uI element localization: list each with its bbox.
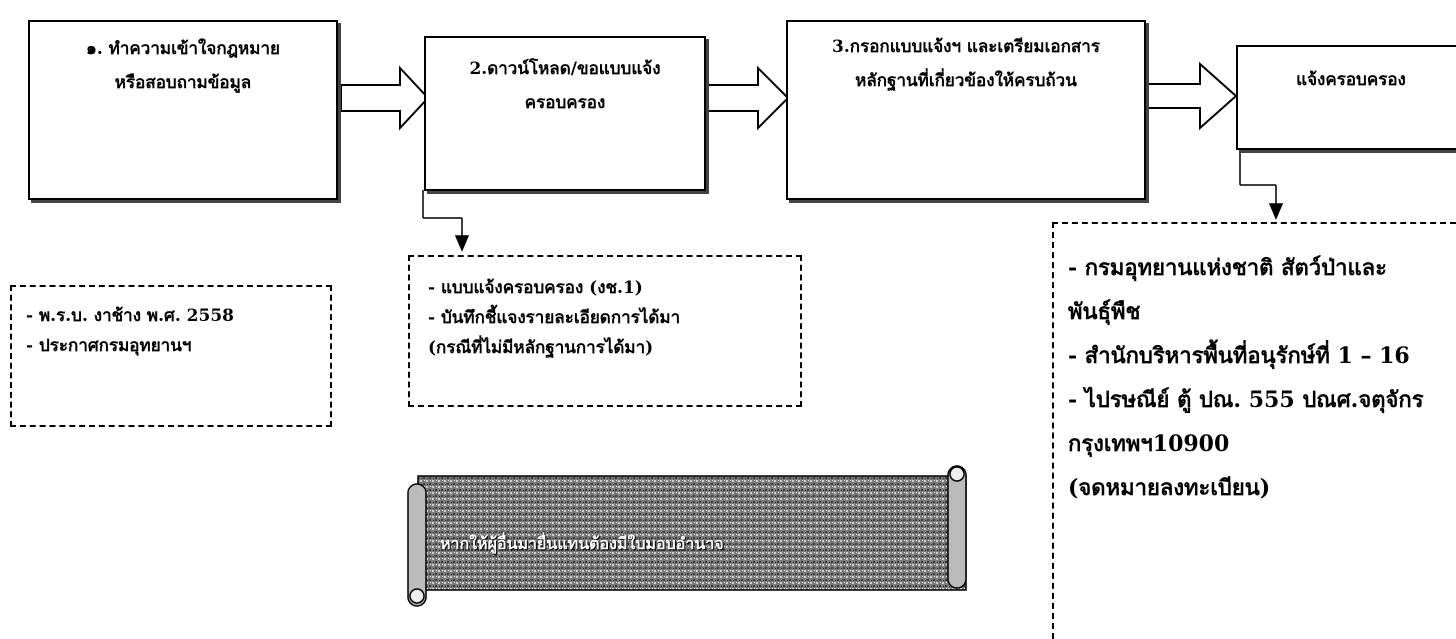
form-item-2: - บันทึกชี้แจงรายละเอียดการได้มา [428,308,681,328]
step-2-line1: 2.ดาวน์โหลด/ขอแบบแจ้ง [469,59,661,79]
destination-line-1: - กรมอุทยานแห่งชาติ สัตว์ป่าและ [1068,255,1387,281]
connector-step2-forms [422,190,470,252]
form-item-3: (กรณีที่ไม่มีหลักฐานการได้มา) [428,338,654,358]
block-arrow-3 [1144,61,1238,131]
destinations-box: - กรมอุทยานแห่งชาติ สัตว์ป่าและ พันธุ์พื… [1052,222,1456,639]
step-3-line2: หลักฐานที่เกี่ยวข้องให้ครบถ้วน [855,71,1077,91]
destination-line-2: พันธุ์พืช [1068,299,1141,325]
connector-step4-destinations [1239,150,1284,220]
block-arrow-2 [705,65,790,131]
scroll-banner [407,465,967,607]
form-item-1: - แบบแจ้งครอบครอง (งช.1) [428,278,643,298]
destination-line-4: - ไปรษณีย์ ตู้ ปณ. 555 ปณศ.จตุจักร [1068,387,1424,413]
forms-box: - แบบแจ้งครอบครอง (งช.1) - บันทึกชี้แจงร… [408,255,802,407]
step-4-line1: แจ้งครอบครอง [1296,70,1406,90]
step-4-box: แจ้งครอบครอง [1236,45,1456,150]
destination-line-6: (จดหมายลงทะเบียน) [1068,475,1271,501]
step-2-line2: ครอบครอง [524,93,606,113]
destination-line-5: กรุงเทพฯ10900 [1068,431,1230,457]
block-arrow-1 [340,65,430,131]
destination-line-3: - สำนักบริหารพื้นที่อนุรักษ์ที่ 1 – 16 [1068,343,1410,369]
step-3-box: 3.กรอกแบบแจ้งฯ และเตรียมเอกสาร หลักฐานที… [786,20,1146,200]
law-item-1: - พ.ร.บ. งาช้าง พ.ศ. 2558 [26,306,234,326]
step-2-box: 2.ดาวน์โหลด/ขอแบบแจ้ง ครอบครอง [424,36,706,191]
scroll-note: หากให้ผู้อื่นมายื่นแทนต้องมีใบมอบอำนาจ [440,534,724,553]
step-1-line1: ๑. ทำความเข้าใจกฎหมาย [86,39,280,59]
step-1-line2: หรือสอบถามข้อมูล [114,73,252,93]
step-1-box: ๑. ทำความเข้าใจกฎหมาย หรือสอบถามข้อมูล [28,20,338,200]
step-3-line1: 3.กรอกแบบแจ้งฯ และเตรียมเอกสาร [832,37,1100,57]
laws-box: - พ.ร.บ. งาช้าง พ.ศ. 2558 - ประกาศกรมอุท… [10,285,332,427]
law-item-2: - ประกาศกรมอุทยานฯ [26,336,192,356]
